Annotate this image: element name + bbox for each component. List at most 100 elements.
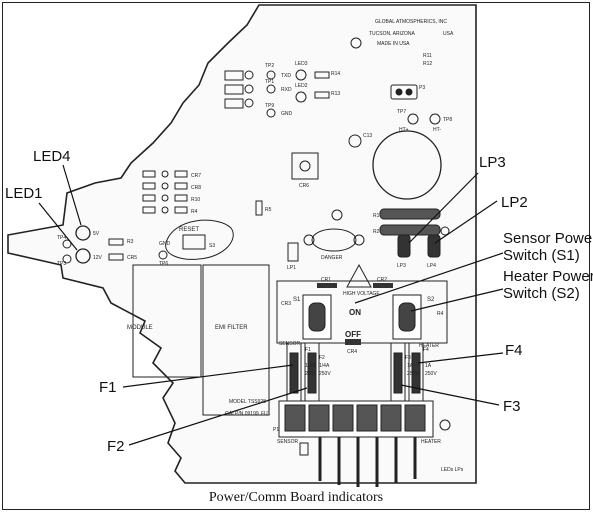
capacitor-c13 xyxy=(372,130,442,200)
silk-on: ON xyxy=(349,308,361,317)
callout-f3: F3 xyxy=(503,398,521,415)
silk-danger: DANGER xyxy=(321,255,343,261)
terminal-block-p1 xyxy=(278,400,434,438)
silk-lp3: LP3 xyxy=(397,263,406,269)
leader-f3 xyxy=(400,384,500,406)
silk-fuse-rating-3: 1A xyxy=(407,363,414,369)
silk-cr1: CR1 xyxy=(321,277,331,283)
silk-c13: C13 xyxy=(363,133,372,139)
wires xyxy=(318,437,417,487)
switch-s2 xyxy=(392,294,422,340)
silk-model: MODEL TSS928 xyxy=(229,399,266,405)
emi-filter-block xyxy=(202,264,270,416)
silk-heater: HEATER xyxy=(419,343,439,349)
test-point-ht-minus xyxy=(429,113,441,125)
silk-sensor: SENSOR xyxy=(279,341,301,347)
high-voltage-area xyxy=(276,280,448,344)
leader-lp2 xyxy=(434,200,498,244)
silk-r5: R5 xyxy=(265,207,272,213)
callout-f1: F1 xyxy=(99,379,117,396)
silk-r11: R11 xyxy=(423,53,432,59)
silk-r14: R14 xyxy=(331,71,340,77)
callout-heater-power-line1: Heater Power xyxy=(503,268,593,285)
lp1-connector xyxy=(287,242,299,262)
silk-f2: F2 xyxy=(319,355,325,361)
silk-tp7: TP7 xyxy=(397,109,406,115)
danger-component xyxy=(303,228,365,252)
callout-sensor-power-line1: Sensor Power xyxy=(503,230,593,247)
leader-led4 xyxy=(62,164,82,226)
silk-high-voltage: HIGH VOLTAGE xyxy=(343,291,380,297)
led-resistor-row-top xyxy=(224,69,330,118)
silk-ht-plus: HT+ xyxy=(399,127,409,133)
silk-led-5v: 5V xyxy=(93,231,100,237)
led4-footprint xyxy=(75,225,91,241)
silk-cr2: CR2 xyxy=(377,277,387,283)
lp2-connector xyxy=(427,234,441,258)
connector-p3 xyxy=(390,84,418,100)
lp3-connector xyxy=(397,234,411,258)
silk-led3: LED3 xyxy=(295,61,308,67)
silk-r4: R4 xyxy=(191,209,198,215)
silk-cr6: CR6 xyxy=(299,183,309,189)
silk-f4: F4 xyxy=(423,347,429,353)
capacitor-small xyxy=(348,134,362,148)
cr-label-box-left xyxy=(317,283,337,288)
silk-r13: R13 xyxy=(331,91,340,97)
silk-s1: S1 xyxy=(293,297,301,303)
silk-tp8: TP8 xyxy=(443,117,452,123)
callout-f2: F2 xyxy=(107,438,125,455)
mounting-hole-mid xyxy=(331,209,343,221)
silk-fuse-rating-5: 1/4A xyxy=(319,363,330,369)
warning-triangle xyxy=(346,263,372,288)
silk-fuse-rating-4: 250V xyxy=(407,371,419,377)
silk-f3: F3 xyxy=(405,355,411,361)
silk-tp2: TP2 xyxy=(265,63,274,69)
leader-f1 xyxy=(122,364,294,388)
silk-country: USA xyxy=(443,31,454,37)
module-block xyxy=(132,264,202,378)
silk-lp1: LP1 xyxy=(287,265,296,271)
switch-s1 xyxy=(302,294,332,340)
callout-sensor-power-line2: Switch (S1) xyxy=(503,247,580,264)
silk-led-12v: 12V xyxy=(93,255,103,261)
silk-led2: LED2 xyxy=(295,83,308,89)
test-points-tp3-tp4 xyxy=(62,238,168,264)
silk-gnd: GND xyxy=(159,241,171,247)
silk-tp3: TP3 xyxy=(57,261,66,267)
led1-footprint xyxy=(75,248,91,264)
silk-tp1: TP1 xyxy=(265,79,274,85)
silk-gnd-top: GND xyxy=(281,111,293,117)
silk-tp4: TP4 xyxy=(57,235,66,241)
silk-cr7: CR7 xyxy=(191,173,201,179)
silk-heater-bottom: HEATER xyxy=(421,439,441,445)
silk-fuse-rating-8: 250V xyxy=(425,371,437,377)
silk-r1: R1 xyxy=(373,213,380,219)
leader-s2 xyxy=(410,288,504,312)
silk-leds-lps: LEDs LPs xyxy=(441,467,464,473)
leader-led1 xyxy=(38,202,78,251)
callout-lp2: LP2 xyxy=(501,194,528,211)
silk-fuse-rating-6: 250V xyxy=(319,371,331,377)
silk-fuse-rating-7: 1A xyxy=(425,363,432,369)
silk-part-no: GAI P/N 09199 xyxy=(225,411,259,417)
silk-sensor-bottom: SENSOR xyxy=(277,439,299,445)
silk-r12: R12 xyxy=(423,61,432,67)
fuses-right xyxy=(390,342,424,402)
silk-cr4: CR4 xyxy=(347,349,357,355)
small-component-left xyxy=(299,442,309,456)
board-outline xyxy=(7,4,477,484)
silk-ht-minus: HT- xyxy=(433,127,441,133)
silk-r3: R3 xyxy=(127,239,134,245)
callout-led4: LED4 xyxy=(33,148,71,165)
leader-s1 xyxy=(354,252,504,304)
x-screw xyxy=(440,226,450,236)
silk-f1: F1 xyxy=(305,347,311,353)
reset-switch-s3 xyxy=(165,219,234,260)
silk-tp6: TP6 xyxy=(159,261,168,267)
silk-lp4: LP4 xyxy=(427,263,436,269)
resistor-r5 xyxy=(255,200,263,216)
bridge-cr6 xyxy=(291,152,319,180)
silk-r2: R2 xyxy=(373,229,380,235)
